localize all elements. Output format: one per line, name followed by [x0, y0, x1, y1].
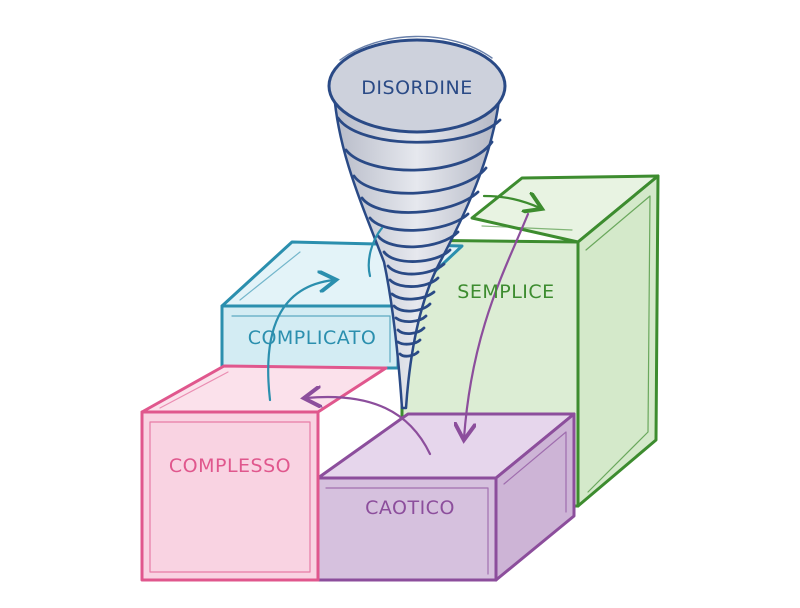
funnel-top	[327, 38, 507, 134]
caotico-box-front	[316, 476, 498, 582]
arrow-complesso-to-complicato	[267, 280, 334, 402]
semplice-label: SEMPLICE	[457, 281, 554, 303]
arrow-disordine-to-complicato	[367, 226, 384, 278]
arrow-caotico-to-complesso	[306, 397, 432, 456]
complicato-label: COMPLICATO	[248, 327, 377, 349]
transition-arrows	[267, 196, 540, 456]
complesso-box-front	[140, 410, 320, 582]
arrow-to-semplice	[482, 196, 540, 208]
complesso-box-top	[140, 364, 388, 414]
complesso-label: COMPLESSO	[169, 455, 291, 477]
caotico-label: CAOTICO	[365, 497, 455, 519]
caotico-box-side	[494, 412, 576, 582]
disordine-label: DISORDINE	[361, 77, 472, 99]
funnel-spiral	[336, 116, 502, 358]
disordine-funnel	[327, 35, 507, 410]
arrow-semplice-to-caotico	[464, 212, 530, 438]
semplice-box-side	[576, 174, 660, 508]
complesso-box	[140, 364, 388, 582]
